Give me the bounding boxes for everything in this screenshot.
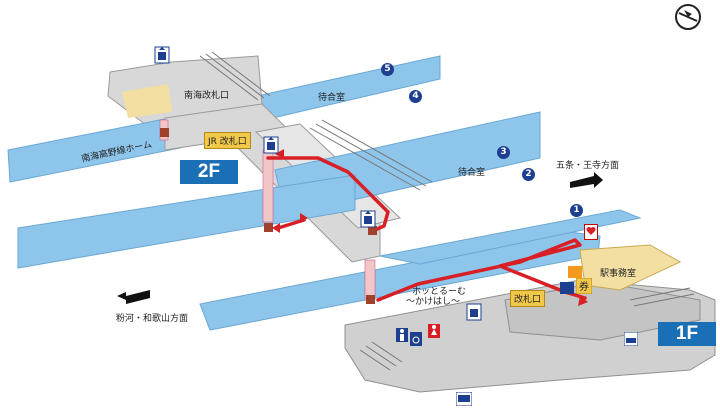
floor-badge-1f: 1F: [658, 322, 716, 346]
toilet-accessible-icon: [410, 332, 422, 346]
label-kakehashi: 〜かけはし〜: [406, 297, 461, 307]
platform-number-3: 3: [497, 146, 510, 159]
platform-number-1: 1: [570, 204, 583, 217]
elevator-icon: [360, 210, 376, 228]
label-jr-gate: JR 改札口: [204, 132, 251, 149]
platform-number-4: 4: [409, 90, 422, 103]
label-waiting-room-lower: 待合室: [458, 168, 486, 178]
ticket-machine-icon: 券: [576, 278, 592, 294]
label-gojo-direction: 五条・王寺方面: [556, 161, 620, 171]
aed-icon: [584, 224, 598, 240]
route-path: [266, 156, 587, 302]
elevator-icon: [263, 136, 279, 154]
svg-text:券: 券: [579, 280, 589, 293]
toilet-male-icon: [396, 328, 408, 342]
ic-card-icon: [560, 282, 574, 294]
toilet-female-icon: [428, 324, 440, 338]
elevator-icon: [466, 303, 482, 321]
ex-ticket-icon: [568, 266, 582, 278]
platform-number-5: 5: [381, 63, 394, 76]
taxi-icon: [624, 332, 638, 346]
concourse-2f-main: [164, 103, 381, 263]
floor-badge-2f: 2F: [180, 160, 238, 184]
label-gate-1f: 改札口: [510, 290, 546, 307]
label-station-office: 駅事務室: [600, 269, 637, 279]
platform-number-2: 2: [522, 168, 535, 181]
bus-icon: [456, 392, 472, 406]
label-kokawa-direction: 粉河・和歌山方面: [116, 314, 189, 324]
label-nankai-gate: 南海改札口: [184, 91, 230, 101]
elevator-icon: [154, 46, 170, 64]
compass-icon: [675, 4, 701, 30]
label-waiting-room-upper: 待合室: [318, 93, 346, 103]
direction-arrow-kokawa: [117, 290, 150, 304]
label-hottorumu: ホッとるーむ: [412, 287, 467, 297]
direction-arrow-gojo: [570, 172, 603, 188]
